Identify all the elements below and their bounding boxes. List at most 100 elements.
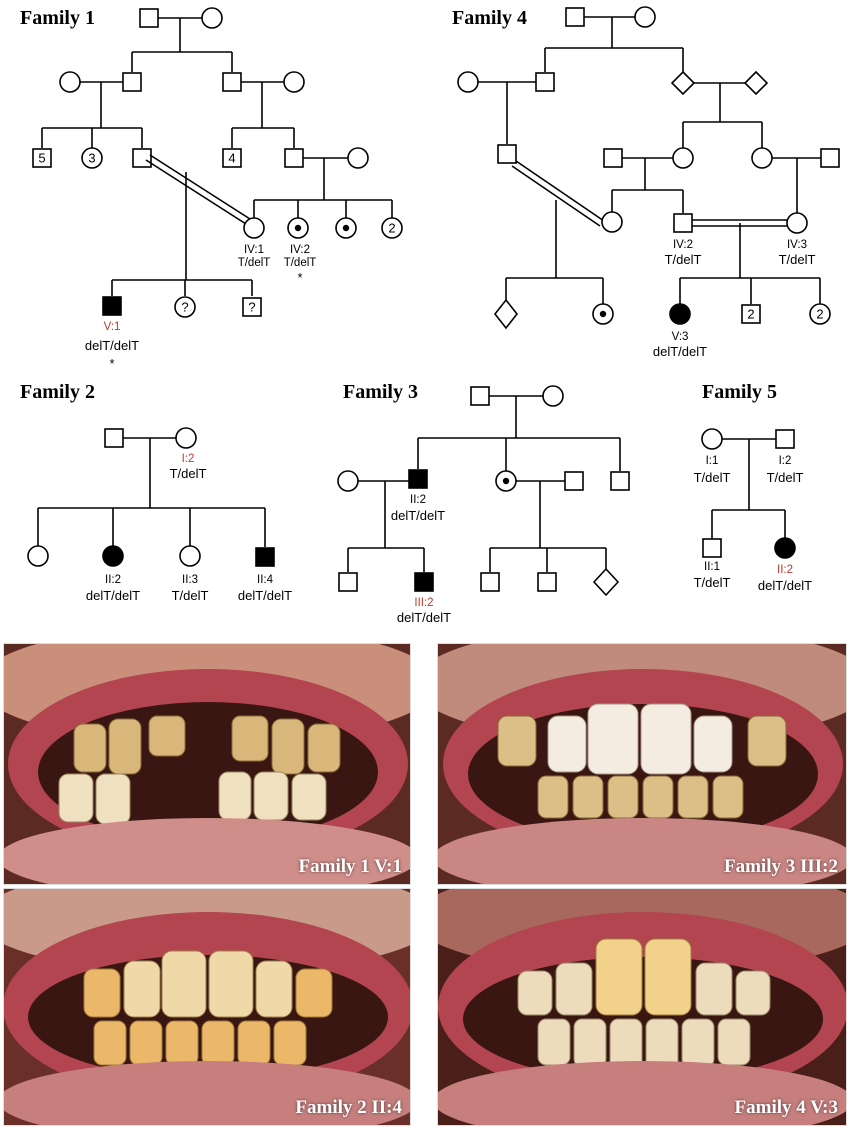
- f4-iii-male-consanguineous: [497, 144, 517, 164]
- family-2-pedigree: Family 2 I:2 T/delT II:2 delT/delT II:3 …: [20, 381, 292, 603]
- f4-v-male-2: [741, 304, 761, 324]
- f3-ii2-affected-male: [408, 469, 428, 489]
- f1-iv2-id: IV:2: [290, 244, 310, 256]
- photo-caption-3: Family 2 II:4: [295, 1097, 402, 1118]
- f1-iii-female-3: [81, 147, 103, 169]
- f5-ii1-male: [702, 538, 722, 558]
- f1-v-male-unknown: [242, 297, 262, 317]
- f3-i-male: [470, 386, 490, 406]
- f1-iii-spouse-female: [347, 147, 369, 169]
- family-3-pedigree: Family 3 II:2 delT/delT III:2 delT/delT: [337, 381, 630, 625]
- f3-i-female: [542, 385, 564, 407]
- f4-iv3-female: [786, 212, 808, 234]
- f1-iv1-female: [243, 217, 265, 239]
- f3-iii1-male: [338, 572, 358, 592]
- f3-ii-spouse-female: [337, 470, 359, 492]
- f1-ii-spouse-female-right: [283, 71, 305, 93]
- f1-iv2-carrier-dot: [294, 224, 302, 232]
- f1-ii-male-right: [222, 72, 242, 92]
- f5-ii2-id: II:2: [777, 564, 793, 576]
- f5-ii2-affected-female: [774, 537, 796, 559]
- photo-family-4-v3: Family 4 V:3: [437, 888, 847, 1126]
- f1-v1-star: *: [109, 356, 114, 371]
- f4-i-male: [565, 7, 585, 27]
- f3-ii-male-spouse: [564, 471, 584, 491]
- f5-i2-id: I:2: [779, 455, 792, 467]
- f4-iv3-genotype: T/delT: [779, 252, 816, 267]
- f2-i2-genotype: T/delT: [170, 466, 207, 481]
- f4-iii-female-right: [751, 147, 773, 169]
- f1-v1-genotype: delT/delT: [85, 338, 139, 353]
- f5-ii1-genotype: T/delT: [694, 575, 731, 590]
- family-5-pedigree: Family 5 I:1 T/delT I:2 T/delT II:1 T/de…: [694, 381, 813, 593]
- f1-iv1-id: IV:1: [244, 244, 264, 256]
- photo-family-1-v1: Family 1 V:1: [3, 643, 411, 885]
- f1-i1-male: [139, 8, 159, 28]
- f3-ii2-genotype: delT/delT: [391, 508, 445, 523]
- f1-v1-id: V:1: [104, 321, 121, 333]
- f4-ii-diamond-left: [670, 70, 696, 96]
- f2-i2-female: [175, 427, 197, 449]
- f1-count-2: 2: [388, 221, 395, 236]
- f5-ii2-genotype: delT/delT: [758, 578, 812, 593]
- f2-i2-id: I:2: [182, 453, 195, 465]
- f4-ii-male: [535, 72, 555, 92]
- f1-i2-female: [201, 7, 223, 29]
- f1-ii-spouse-female: [59, 71, 81, 93]
- f3-ii2-id: II:2: [410, 494, 426, 506]
- f2-ii4-genotype: delT/delT: [238, 588, 292, 603]
- family-1-title: Family 1: [20, 7, 95, 29]
- f2-i1-male: [104, 428, 124, 448]
- f2-ii4-affected-male: [255, 547, 275, 567]
- f4-i-female: [634, 6, 656, 28]
- f5-ii1-id: II:1: [704, 561, 720, 573]
- f4-count-male: 2: [747, 307, 754, 322]
- f1-iii-male-consanguineous: [132, 148, 152, 168]
- f2-ii3-genotype: T/delT: [172, 588, 209, 603]
- f5-i1-genotype: T/delT: [694, 470, 731, 485]
- f1-iv-female-2: [381, 217, 403, 239]
- photo-family-3-iii2: Family 3 III:2: [437, 643, 847, 885]
- f2-ii3-female: [179, 545, 201, 567]
- family-2-title: Family 2: [20, 381, 95, 403]
- f3-iii-diamond: [592, 567, 620, 597]
- photo-caption-2: Family 3 III:2: [724, 856, 838, 877]
- f2-ii3-id: II:3: [182, 574, 198, 586]
- f4-v3-affected-female: [669, 303, 691, 325]
- f3-iii2-genotype: delT/delT: [397, 610, 451, 625]
- pedigree-panel: Family 1 5 3 4: [20, 6, 840, 625]
- f4-ii-female: [457, 71, 479, 93]
- f4-iv2-genotype: T/delT: [665, 252, 702, 267]
- f4-iii-male-spouse-right: [820, 148, 840, 168]
- f4-v3-genotype: delT/delT: [653, 344, 707, 359]
- family-3-title: Family 3: [343, 381, 418, 403]
- f5-i2-genotype: T/delT: [767, 470, 804, 485]
- f3-ii-male-right: [610, 471, 630, 491]
- photo-family-2-ii4: Family 2 II:4: [3, 888, 411, 1126]
- f2-ii4-id: II:4: [257, 574, 274, 586]
- family-1-pedigree: Family 1 5 3 4: [20, 7, 403, 371]
- family-5-title: Family 5: [702, 381, 777, 403]
- f4-iii-female: [672, 147, 694, 169]
- f5-i2-male: [775, 429, 795, 449]
- f4-v-female-2: [809, 303, 831, 325]
- f1-iv1-genotype: T/delT: [238, 257, 271, 269]
- f2-ii2-genotype: delT/delT: [86, 588, 140, 603]
- f3-iii2-affected-male: [414, 572, 434, 592]
- f1-v-female-unknown: [174, 296, 196, 318]
- f1-count-4: 4: [228, 151, 235, 166]
- f3-iii-male-a: [480, 572, 500, 592]
- photo-caption-4: Family 4 V:3: [734, 1097, 838, 1118]
- family-4-title: Family 4: [452, 7, 527, 29]
- f1-unknown-female: ?: [181, 300, 188, 315]
- f1-iii-male-right: [284, 148, 304, 168]
- f2-ii2-id: II:2: [105, 574, 121, 586]
- f4-iv2-male: [673, 213, 693, 233]
- f4-count-female: 2: [816, 307, 823, 322]
- f4-iv-female-consanguineous: [601, 211, 623, 233]
- f3-iii2-id: III:2: [414, 597, 433, 609]
- f3-iii-male-b: [537, 572, 557, 592]
- f4-ii-diamond-right: [743, 70, 769, 96]
- f1-iv2-genotype: T/delT: [284, 257, 317, 269]
- dental-photo-illustration: [4, 644, 410, 884]
